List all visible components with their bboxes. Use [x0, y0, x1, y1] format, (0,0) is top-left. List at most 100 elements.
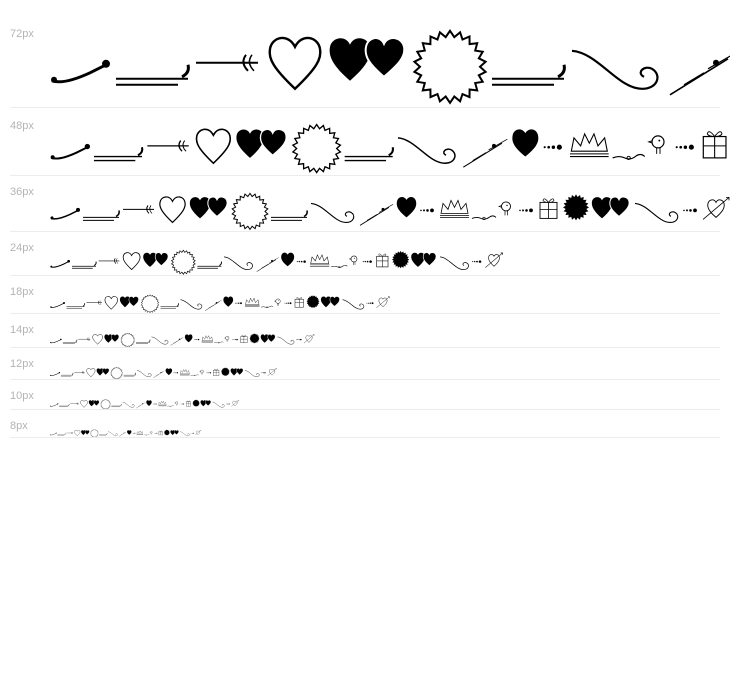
- gift-box-glyph: [158, 430, 163, 436]
- burst-outline-glyph: [231, 192, 269, 231]
- size-label: 18px: [10, 286, 34, 298]
- crown-glyph: [310, 254, 330, 267]
- swirl-glyph: [151, 336, 169, 345]
- row-divider: [10, 313, 720, 314]
- double-line-glyph: [492, 64, 566, 86]
- open-heart-glyph: [104, 296, 118, 310]
- open-heart-glyph: [268, 36, 322, 91]
- swirl-glyph: [439, 256, 469, 270]
- size-label: 36px: [10, 186, 34, 198]
- specimen-row-12px: 12px: [0, 348, 730, 380]
- swash-ornament-glyph: [260, 305, 274, 308]
- glyph-strip: [50, 399, 239, 410]
- heart-arrow-glyph: [376, 296, 390, 308]
- dot-arrow-glyph: [366, 302, 374, 305]
- solid-heart-glyph: [396, 197, 417, 218]
- burst-outline-glyph: [110, 366, 123, 380]
- open-heart-glyph: [195, 128, 232, 165]
- double-line-glyph: [83, 210, 120, 221]
- swirl-glyph: [136, 370, 152, 378]
- crown-glyph: [158, 400, 167, 407]
- burst-solid-glyph: [391, 250, 410, 269]
- heart-arrow-glyph: [485, 252, 503, 268]
- double-heart-glyph: [88, 400, 100, 407]
- swash-left-glyph: [50, 207, 80, 220]
- double-line-glyph: [123, 372, 137, 377]
- arrow-tail-glyph: [78, 337, 91, 341]
- size-label: 10px: [10, 390, 34, 402]
- swash-left-glyph: [50, 432, 57, 436]
- burst-outline-glyph: [100, 399, 111, 410]
- bird-glyph: [174, 401, 179, 406]
- gift-box-glyph: [294, 297, 304, 308]
- crown-glyph: [245, 297, 260, 307]
- double-heart-glyph: [81, 430, 90, 435]
- swash-left-glyph: [51, 59, 110, 84]
- double-heart-glyph: [119, 296, 139, 308]
- dot-arrow-glyph: [683, 208, 697, 213]
- heart-arrow-glyph: [702, 196, 730, 220]
- arrow-tail-glyph: [66, 432, 74, 434]
- dot-arrow-glyph: [193, 338, 200, 341]
- solid-heart-glyph: [165, 368, 173, 376]
- double-line-glyph: [135, 339, 151, 344]
- glyph-strip: [50, 249, 503, 275]
- double-heart-glyph: [260, 334, 276, 343]
- dot-arrow-glyph: [173, 372, 179, 374]
- burst-outline-glyph: [412, 29, 488, 105]
- dot-arrow-glyph: [296, 260, 306, 263]
- swash-left-glyph: [50, 371, 61, 376]
- glyph-strip: [50, 294, 390, 314]
- row-divider: [10, 107, 720, 108]
- glyph-strip: [50, 429, 202, 438]
- double-line-glyph: [116, 64, 190, 86]
- double-line-glyph: [344, 146, 394, 162]
- dot-arrow-glyph: [675, 144, 694, 150]
- swash-ornament-glyph: [214, 341, 224, 344]
- size-label: 24px: [10, 242, 34, 254]
- bird-glyph: [149, 431, 153, 435]
- dot-arrow-glyph: [154, 432, 158, 434]
- dot-arrow-glyph: [296, 338, 302, 341]
- double-line-glyph: [111, 403, 122, 407]
- dot-arrow-glyph: [519, 208, 533, 213]
- dot-arrow-glyph: [472, 260, 482, 263]
- solid-heart-glyph: [127, 430, 132, 435]
- arrow-tail-glyph: [123, 205, 154, 214]
- burst-solid-glyph: [221, 367, 230, 377]
- double-heart-glyph: [329, 37, 406, 81]
- double-heart-glyph: [591, 196, 630, 219]
- burst-outline-glyph: [170, 249, 196, 275]
- heart-arrow-glyph: [267, 368, 277, 376]
- slash-lines-glyph: [136, 402, 146, 409]
- gift-box-glyph: [240, 334, 248, 343]
- swash-ornament-glyph: [471, 215, 497, 220]
- dot-arrow-glyph: [543, 144, 562, 150]
- glyph-strip: [51, 29, 730, 105]
- double-line-glyph: [197, 261, 222, 269]
- burst-solid-glyph: [306, 295, 320, 309]
- dot-arrow-glyph: [232, 338, 238, 341]
- open-heart-glyph: [122, 252, 141, 271]
- dot-arrow-glyph: [420, 208, 434, 213]
- dot-arrow-glyph: [190, 432, 194, 434]
- slash-lines-glyph: [256, 257, 279, 272]
- heart-arrow-glyph: [231, 400, 239, 407]
- bird-glyph: [224, 336, 230, 342]
- dot-arrow-glyph: [225, 403, 230, 405]
- bird-glyph: [647, 135, 665, 154]
- open-heart-glyph: [92, 334, 103, 345]
- arrow-tail-glyph: [98, 258, 120, 264]
- slash-lines-glyph: [204, 300, 222, 311]
- crown-glyph: [136, 430, 144, 435]
- heart-arrow-glyph: [195, 430, 202, 436]
- gift-box-glyph: [539, 198, 558, 219]
- gift-box-glyph: [702, 131, 727, 159]
- specimen-row-8px: 8px: [0, 410, 730, 438]
- glyph-strip: [50, 366, 277, 380]
- dot-arrow-glyph: [206, 372, 212, 374]
- dot-arrow-glyph: [284, 302, 292, 305]
- arrow-tail-glyph: [74, 371, 85, 374]
- gift-box-glyph: [186, 400, 191, 407]
- burst-outline-glyph: [120, 332, 136, 348]
